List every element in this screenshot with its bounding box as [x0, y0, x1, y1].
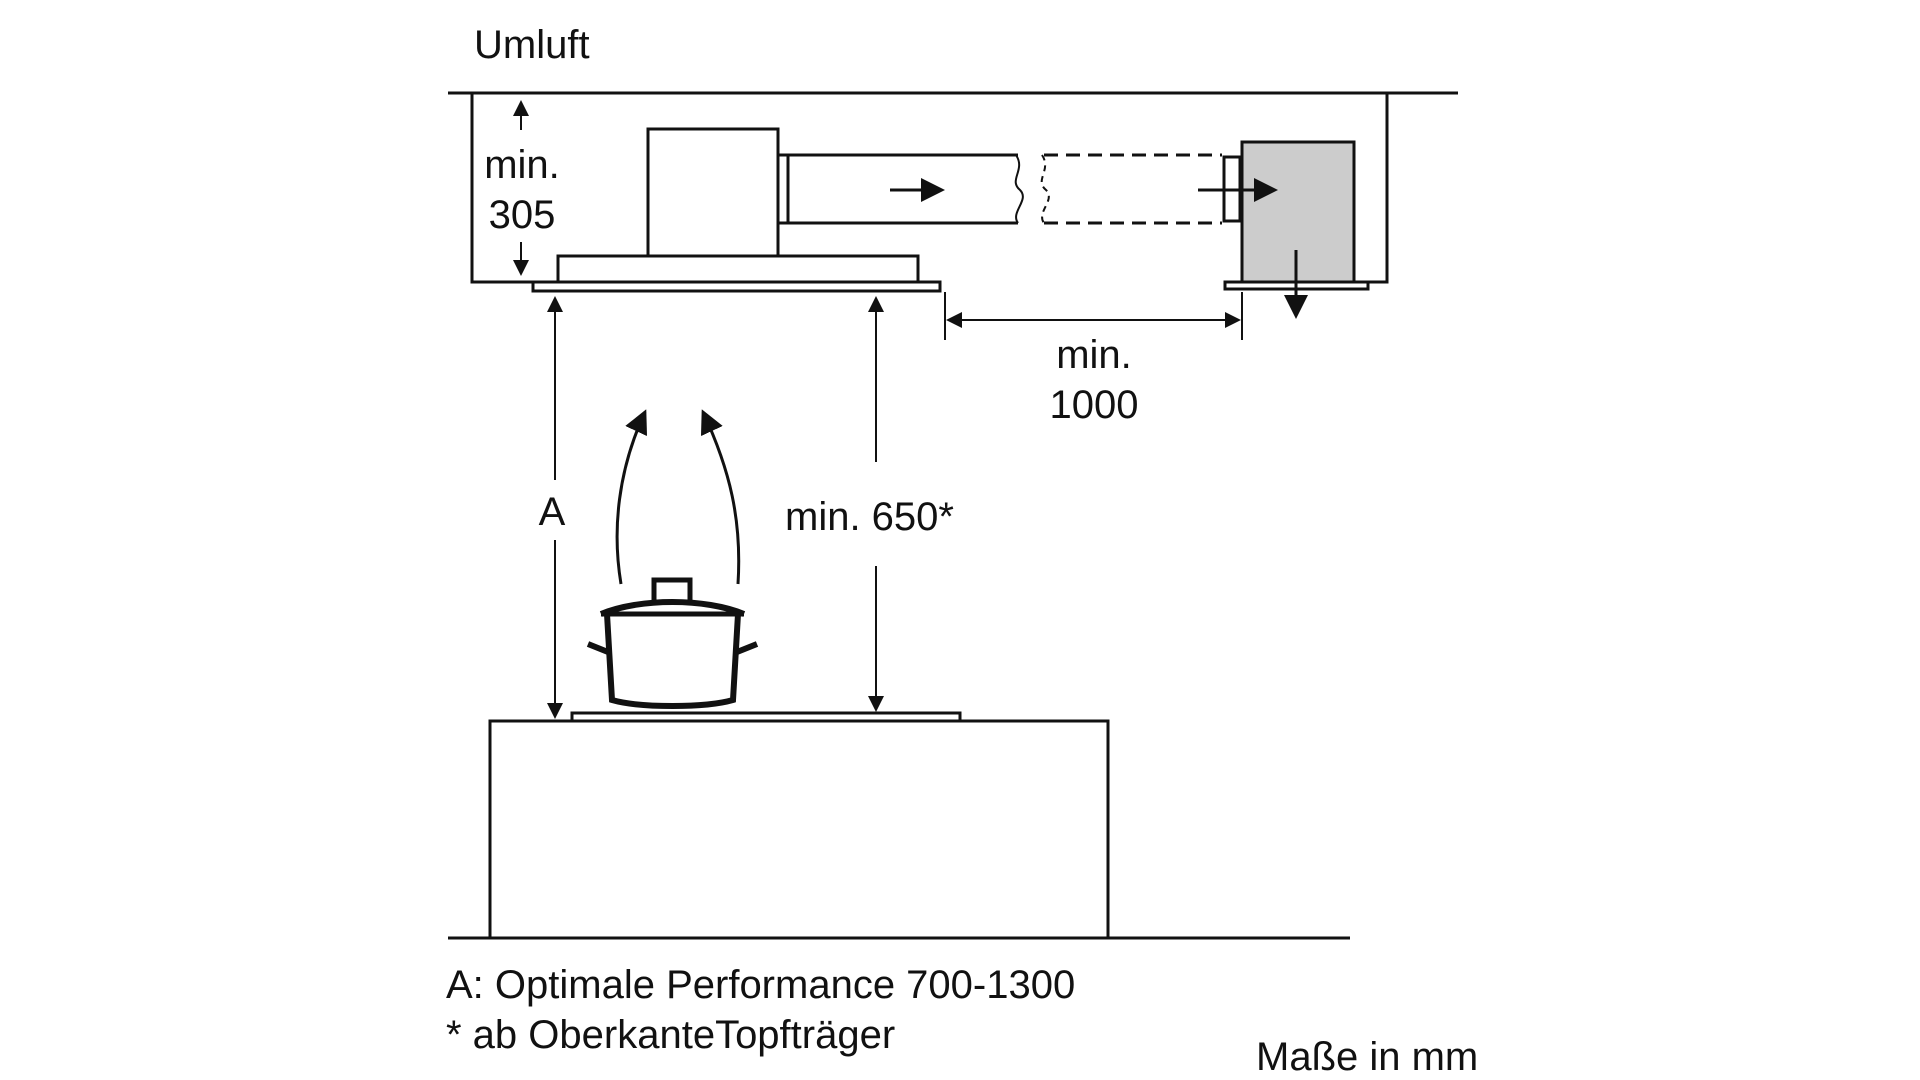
- height-a-label: A: [539, 490, 566, 534]
- duct-length-label-1: min.: [1056, 333, 1132, 377]
- units-note: Maße in mm: [1256, 1035, 1478, 1079]
- counter-cabinet: [488, 719, 1110, 940]
- duct-break-mark-2: [1040, 154, 1050, 224]
- duct-break-mark: [1014, 154, 1024, 224]
- steam-arrow-icon-2: [700, 409, 741, 585]
- duct-connector: [776, 153, 790, 225]
- note-a-definition: A: Optimale Performance 700-1300: [446, 963, 1075, 1007]
- cooking-pot-icon: [586, 577, 759, 709]
- hood-body: [556, 254, 920, 284]
- top-clearance-label-1: min.: [484, 143, 560, 187]
- height-min-label: min. 650*: [785, 495, 954, 539]
- steam-arrow-icon: [615, 409, 648, 585]
- note-footnote: * ab OberkanteTopfträger: [446, 1013, 895, 1057]
- hood-motor-housing: [646, 127, 780, 258]
- ceiling-void-outline-right: [1368, 93, 1389, 284]
- diagram-title: Umluft: [474, 23, 590, 67]
- ceiling-void-outline: [470, 93, 532, 284]
- top-clearance-label-2: 305: [489, 193, 556, 237]
- hood-panel: [531, 280, 942, 293]
- duct-length-label-2: 1000: [1050, 383, 1139, 427]
- recirculation-filter-box: [1240, 140, 1356, 284]
